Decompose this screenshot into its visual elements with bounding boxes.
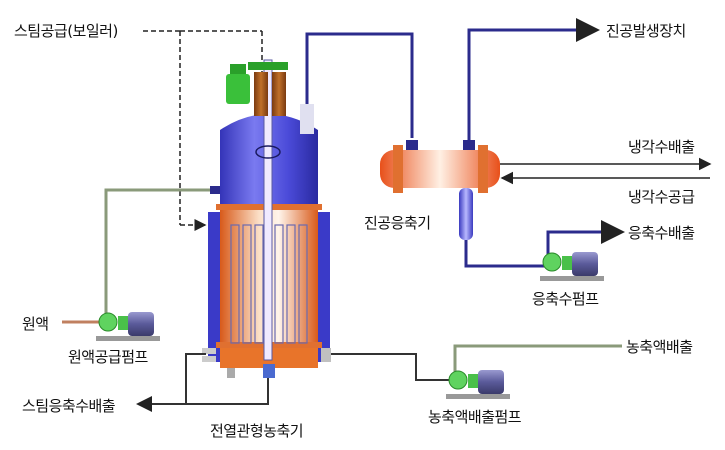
concentrate-pump	[446, 370, 510, 399]
vacuum-generator-label: 진공발생장치	[606, 22, 686, 40]
vacuum-condenser-label: 진공응축기	[364, 214, 431, 232]
evaporator-label: 전열관형농축기	[210, 422, 304, 440]
concentrate-line	[331, 353, 452, 381]
condensate-pump-label: 응축수펌프	[532, 290, 599, 308]
condensate-out-line	[546, 220, 625, 260]
condensate-out-label: 응축수배출	[628, 224, 695, 242]
cooling-water-in-label: 냉각수공급	[628, 188, 695, 206]
condensate-line	[464, 240, 548, 268]
feed-line	[104, 188, 212, 314]
concentrate-out-label: 농축액배출	[626, 338, 693, 356]
agitator-drive	[226, 62, 314, 134]
steam-condensate-line	[136, 353, 206, 412]
raw-liquid-pump-label: 원액공급펌프	[68, 348, 148, 366]
vapor-line	[305, 32, 414, 138]
raw-liquid-pump	[96, 312, 160, 341]
steam-supply-label: 스팀공급(보일러)	[14, 22, 118, 40]
steam-condensate-out-label: 스팀응축수배출	[22, 397, 116, 415]
raw-liquid-label: 원액	[22, 315, 49, 333]
vacuum-line	[467, 18, 600, 140]
vacuum-condenser	[380, 140, 500, 240]
condensate-pump	[540, 252, 604, 281]
evaporator-vessel	[202, 59, 331, 378]
concentrate-pump-label: 농축액배출펌프	[428, 408, 522, 426]
concentrate-out-line	[453, 344, 622, 372]
cooling-water-out-label: 냉각수배출	[628, 138, 695, 156]
